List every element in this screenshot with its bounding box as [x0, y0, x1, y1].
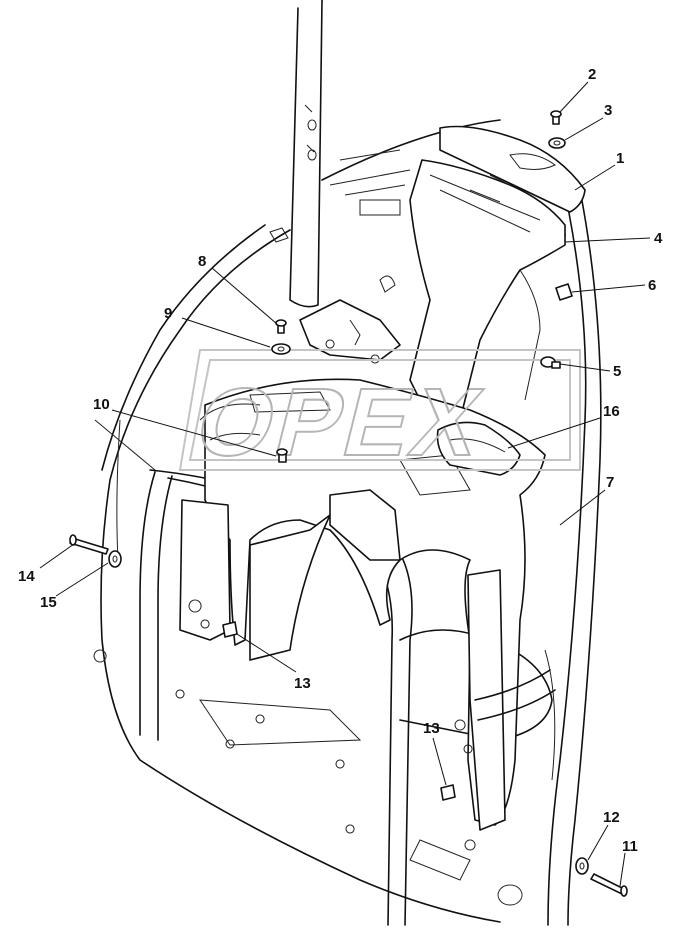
leader-2	[559, 81, 589, 113]
callout-6: 6	[648, 277, 656, 294]
watermark: OPEX	[178, 349, 581, 477]
leader-5	[559, 363, 611, 372]
callouts: 1 2 3 4 5 6 7 8 9 10 11 12 13 13 14 15 1…	[18, 66, 663, 855]
callout-8: 8	[198, 253, 206, 270]
callout-15: 15	[40, 594, 57, 611]
leader-15	[55, 562, 109, 597]
part-14-bolt	[69, 534, 109, 555]
leader-12	[587, 824, 609, 861]
part-3-washer	[548, 137, 566, 149]
part-13-clip-right	[440, 784, 456, 801]
leader-16	[507, 417, 601, 449]
callout-10: 10	[93, 396, 110, 413]
callout-3: 3	[604, 102, 612, 119]
leader-4	[564, 237, 651, 243]
bracket-plate	[299, 299, 401, 364]
callout-7: 7	[606, 474, 614, 491]
part-10-screw	[276, 448, 288, 463]
callout-13-right: 13	[423, 720, 440, 737]
leader-8	[211, 267, 278, 325]
leader-9	[181, 317, 271, 348]
part-6-clip	[555, 283, 573, 301]
callout-11: 11	[622, 838, 638, 855]
leader-lines	[39, 81, 651, 887]
cab-floor-outline	[94, 119, 501, 923]
part-7-console	[179, 378, 546, 831]
callout-4: 4	[654, 230, 663, 247]
part-16-pad	[436, 421, 521, 476]
part-12-washer	[575, 857, 589, 875]
leader-3	[564, 117, 604, 141]
leader-1	[574, 164, 616, 191]
callout-9: 9	[164, 305, 172, 322]
part-4-duct	[409, 159, 566, 421]
part-8-screw	[275, 319, 287, 334]
part-5-screw	[540, 356, 561, 369]
part-11-bolt	[590, 873, 628, 897]
callout-2: 2	[588, 66, 596, 83]
part-13-clip-left	[222, 621, 238, 638]
callout-5: 5	[613, 363, 621, 380]
callout-12: 12	[603, 809, 620, 826]
callout-13-left: 13	[294, 675, 311, 692]
callout-16: 16	[603, 403, 620, 420]
cab-pillar	[289, 0, 323, 308]
leader-13a	[236, 633, 297, 673]
watermark-text: OPEX	[186, 368, 495, 475]
leader-14	[39, 543, 75, 569]
callout-14: 14	[18, 568, 35, 585]
leader-11	[619, 852, 626, 887]
part-9-washer	[271, 343, 291, 355]
leader-7	[559, 489, 606, 526]
cab-right-wall	[544, 169, 602, 926]
part-2-screw	[550, 110, 562, 125]
straps	[474, 669, 556, 721]
callout-1: 1	[616, 150, 624, 167]
part-15-washer	[108, 550, 122, 568]
leader-13b	[432, 737, 447, 786]
leader-10	[111, 409, 277, 457]
leader-6	[571, 284, 646, 293]
